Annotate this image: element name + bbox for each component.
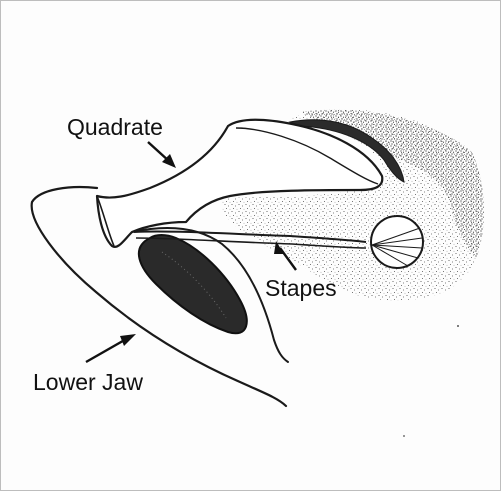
- quadrate-label: Quadrate: [67, 116, 163, 139]
- jaw-opening: [139, 235, 247, 333]
- stapes-label: Stapes: [265, 277, 337, 300]
- lower-jaw-label: Lower Jaw: [33, 371, 143, 394]
- quadrate-arrow: [148, 142, 176, 168]
- lower-jaw-arrow: [86, 334, 136, 362]
- speck: [403, 435, 405, 437]
- speck: [457, 325, 459, 327]
